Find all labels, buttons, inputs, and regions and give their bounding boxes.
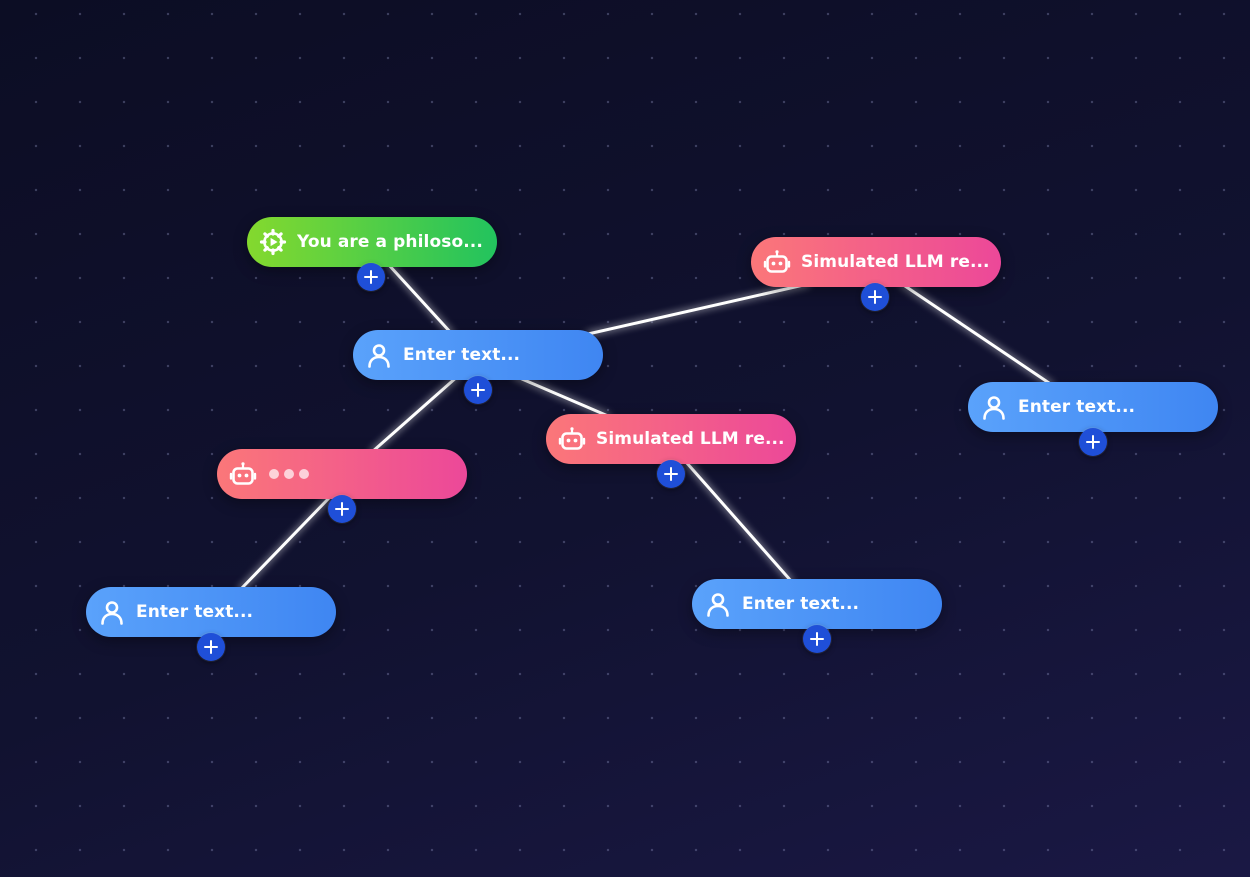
robot-icon	[763, 248, 791, 276]
node-user-4[interactable]: Enter text...	[86, 587, 336, 637]
node-user-2[interactable]: Enter text...	[968, 382, 1218, 432]
user-icon	[365, 341, 393, 369]
node-label: Simulated LLM re...	[596, 429, 785, 449]
add-child-button-system[interactable]	[357, 263, 385, 291]
edge-assistant-3-user-4	[238, 495, 332, 592]
edge-user-1-assistant-3	[370, 374, 460, 454]
user-icon	[704, 590, 732, 618]
edge-assistant-1-user-2	[900, 282, 1054, 387]
node-label: Enter text...	[742, 594, 860, 614]
node-label: Enter text...	[1018, 397, 1136, 417]
user-icon	[98, 598, 126, 626]
add-child-button-assistant-3[interactable]	[328, 495, 356, 523]
typing-dot	[284, 469, 294, 479]
typing-dot	[269, 469, 279, 479]
add-child-button-user-1[interactable]	[464, 376, 492, 404]
robot-icon	[558, 425, 586, 453]
edge-user-1-assistant-2	[513, 374, 610, 418]
node-assistant-1[interactable]: Simulated LLM re...	[751, 237, 1001, 287]
plus-icon	[335, 502, 349, 516]
add-child-button-assistant-2[interactable]	[657, 460, 685, 488]
edge-assistant-2-user-3	[684, 460, 794, 584]
add-child-button-user-3[interactable]	[803, 625, 831, 653]
node-assistant-3[interactable]	[217, 449, 467, 499]
add-child-button-assistant-1[interactable]	[861, 283, 889, 311]
add-child-button-user-2[interactable]	[1079, 428, 1107, 456]
plus-icon	[1086, 435, 1100, 449]
plus-icon	[810, 632, 824, 646]
add-child-button-user-4[interactable]	[197, 633, 225, 661]
node-system[interactable]: You are a philoso...	[247, 217, 497, 267]
node-label: Enter text...	[136, 602, 254, 622]
node-user-3[interactable]: Enter text...	[692, 579, 942, 629]
typing-indicator	[269, 469, 309, 479]
plus-icon	[204, 640, 218, 654]
user-icon	[980, 393, 1008, 421]
node-user-1[interactable]: Enter text...	[353, 330, 603, 380]
node-assistant-2[interactable]: Simulated LLM re...	[546, 414, 796, 464]
edge-user-1-assistant-1	[586, 282, 810, 336]
robot-icon	[229, 460, 257, 488]
typing-dot	[299, 469, 309, 479]
edge-system-user-1	[386, 262, 454, 336]
plus-icon	[471, 383, 485, 397]
plus-icon	[364, 270, 378, 284]
plus-icon	[664, 467, 678, 481]
node-label: Enter text...	[403, 345, 521, 365]
node-label: Simulated LLM re...	[801, 252, 990, 272]
plus-icon	[868, 290, 882, 304]
node-label: You are a philoso...	[297, 232, 483, 252]
settings-play-icon	[259, 228, 287, 256]
